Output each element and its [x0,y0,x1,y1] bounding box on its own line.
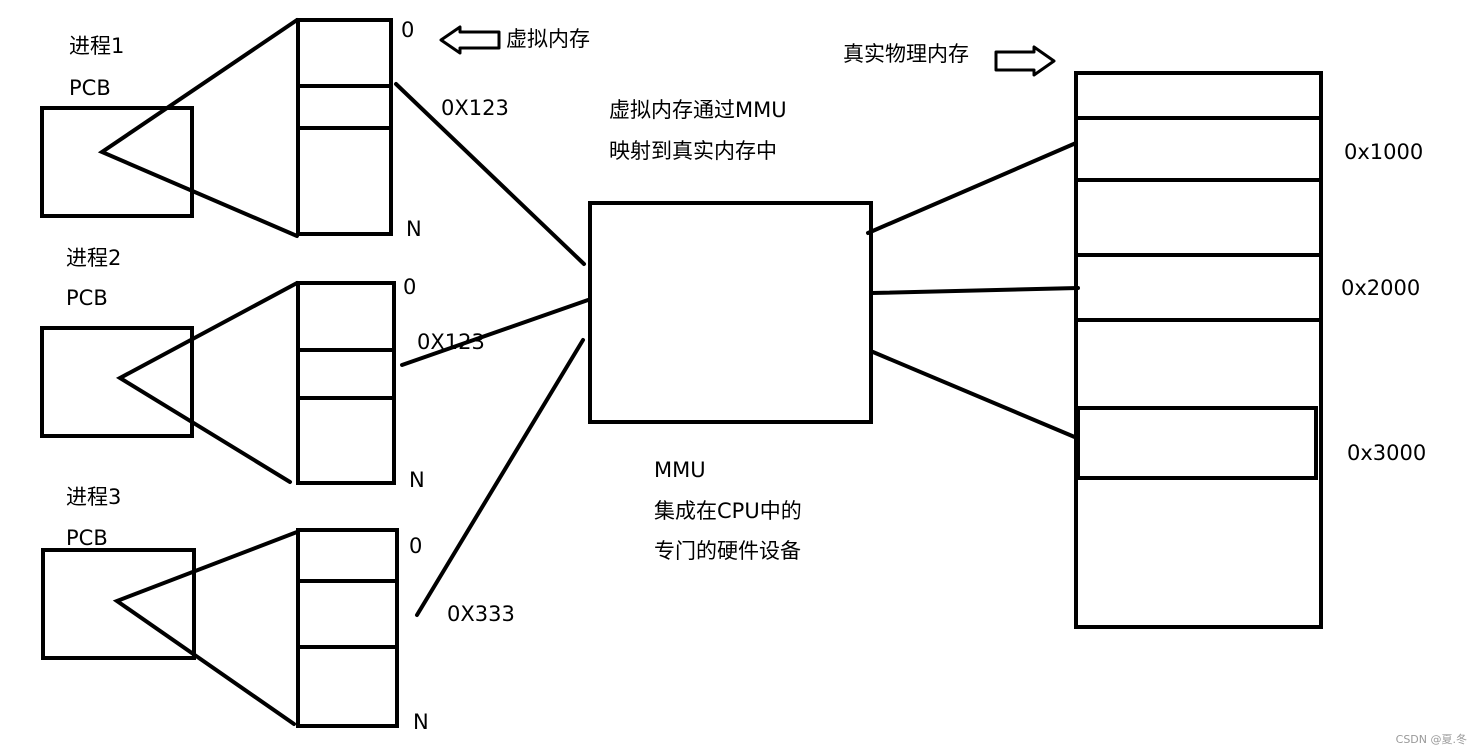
virtual-address-3: 0X333 [447,602,515,626]
mapping-line-process1 [394,82,586,266]
mmu-caption-line-2: 映射到真实内存中 [609,139,777,163]
mmu-box [588,201,873,424]
address-top-2: 0 [403,275,417,299]
arrow-right-icon [994,45,1056,77]
process-name-1: 进程1 [69,34,125,58]
address-bottom-2: N [409,468,425,492]
pcb-link-2 [115,281,299,484]
virtual-memory-block-3 [296,528,399,728]
pcb-link-3 [112,530,299,726]
mmu-description-line-3: 专门的硬件设备 [654,539,801,563]
virtual-memory-block-2 [296,281,396,485]
address-top-1: 0 [401,18,415,42]
physical-address-1: 0x1000 [1344,140,1424,164]
process-name-2: 进程2 [66,246,122,270]
mmu-description-line-1: MMU [654,458,706,482]
pcb-box-1 [40,106,194,218]
physical-page-highlight [1076,406,1318,480]
mapping-line-physical-3 [871,350,1079,440]
mmu-description-line-2: 集成在CPU中的 [654,499,802,523]
mapping-line-physical-1 [866,141,1078,235]
address-bottom-1: N [406,217,422,241]
virtual-memory-label: 虚拟内存 [506,27,590,51]
pcb-box-3 [41,548,196,660]
watermark: CSDN @夏.冬 [1395,733,1467,746]
pcb-label-1: PCB [69,76,111,100]
mapping-line-physical-2 [870,286,1080,295]
mmu-caption-line-1: 虚拟内存通过MMU [609,98,787,122]
virtual-address-2: 0X123 [417,330,485,354]
address-top-3: 0 [409,534,423,558]
physical-address-3: 0x3000 [1347,441,1427,465]
mapping-line-process2 [400,298,590,367]
virtual-address-1: 0X123 [441,96,509,120]
physical-address-2: 0x2000 [1341,276,1421,300]
physical-memory-block [1074,71,1323,629]
pcb-box-2 [40,326,194,438]
process-name-3: 进程3 [66,485,122,509]
arrow-left-icon [439,25,501,55]
mapping-line-process3 [415,338,585,617]
pcb-label-3: PCB [66,526,108,550]
pcb-link-1 [97,18,299,238]
address-bottom-3: N [413,710,429,734]
pcb-label-2: PCB [66,286,108,310]
physical-memory-label: 真实物理内存 [843,42,969,66]
